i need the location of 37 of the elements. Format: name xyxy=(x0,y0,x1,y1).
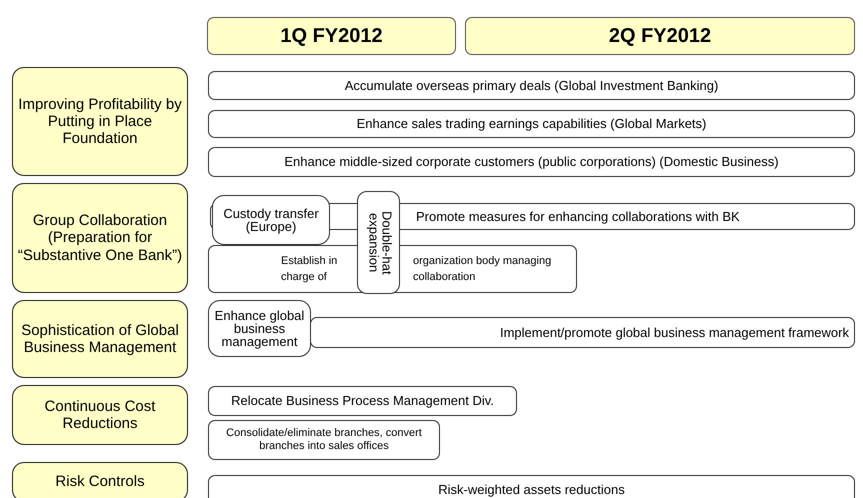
task-label: Relocate Business Process Management Div. xyxy=(230,393,495,409)
category-label: Improving Profitability by Putting in Place Foundation xyxy=(17,96,183,148)
task-label: Enhance middle-sized corporate customers (public corporations) (Domestic Business) xyxy=(283,154,780,170)
task-bar xyxy=(212,195,330,245)
task-bar xyxy=(208,110,855,138)
task-bar xyxy=(208,147,855,177)
category-label: Continuous Cost Reductions xyxy=(44,398,156,432)
category-label: Group Collaboration (Preparation for “Substantive One Bank”) xyxy=(16,212,184,264)
task-label: Promote measures for enhancing collaborations with BK xyxy=(415,208,741,224)
task-label: organization body managing collaboration xyxy=(413,254,552,285)
category-box xyxy=(12,183,188,293)
task-bar xyxy=(208,475,855,498)
task-label: Enhance sales trading earnings capabilities (Global Markets) xyxy=(356,116,708,132)
category-box xyxy=(12,300,188,378)
period-label: 2Q FY2012 xyxy=(608,24,712,48)
task-bar xyxy=(208,420,440,460)
period-header xyxy=(465,17,855,55)
task-label: Consolidate/eliminate branches, convert branches into sales offices xyxy=(225,426,423,454)
task-bar xyxy=(208,71,855,100)
task-label: Double-hat expansion xyxy=(366,210,394,276)
task-bar xyxy=(208,386,517,416)
category-box xyxy=(12,462,188,498)
period-header xyxy=(207,17,456,55)
task-bar xyxy=(208,300,311,357)
task-bar xyxy=(357,191,400,294)
period-label: 1Q FY2012 xyxy=(280,24,383,48)
task-bar xyxy=(310,317,855,348)
category-box xyxy=(12,67,188,176)
category-label: Risk Controls xyxy=(54,473,146,491)
category-label: Sophistication of Global Business Management xyxy=(20,322,180,356)
task-label: Risk-weighted assets reductions xyxy=(437,482,626,498)
category-box xyxy=(12,385,188,445)
task-label: Enhance global business management xyxy=(214,309,306,348)
task-label: Establish in charge of xyxy=(281,254,338,285)
task-label: Custody transfer (Europe) xyxy=(222,207,320,233)
task-label: Implement/promote global business management framework xyxy=(498,324,850,340)
task-label: Accumulate overseas primary deals (Global Investment Banking) xyxy=(344,78,720,94)
